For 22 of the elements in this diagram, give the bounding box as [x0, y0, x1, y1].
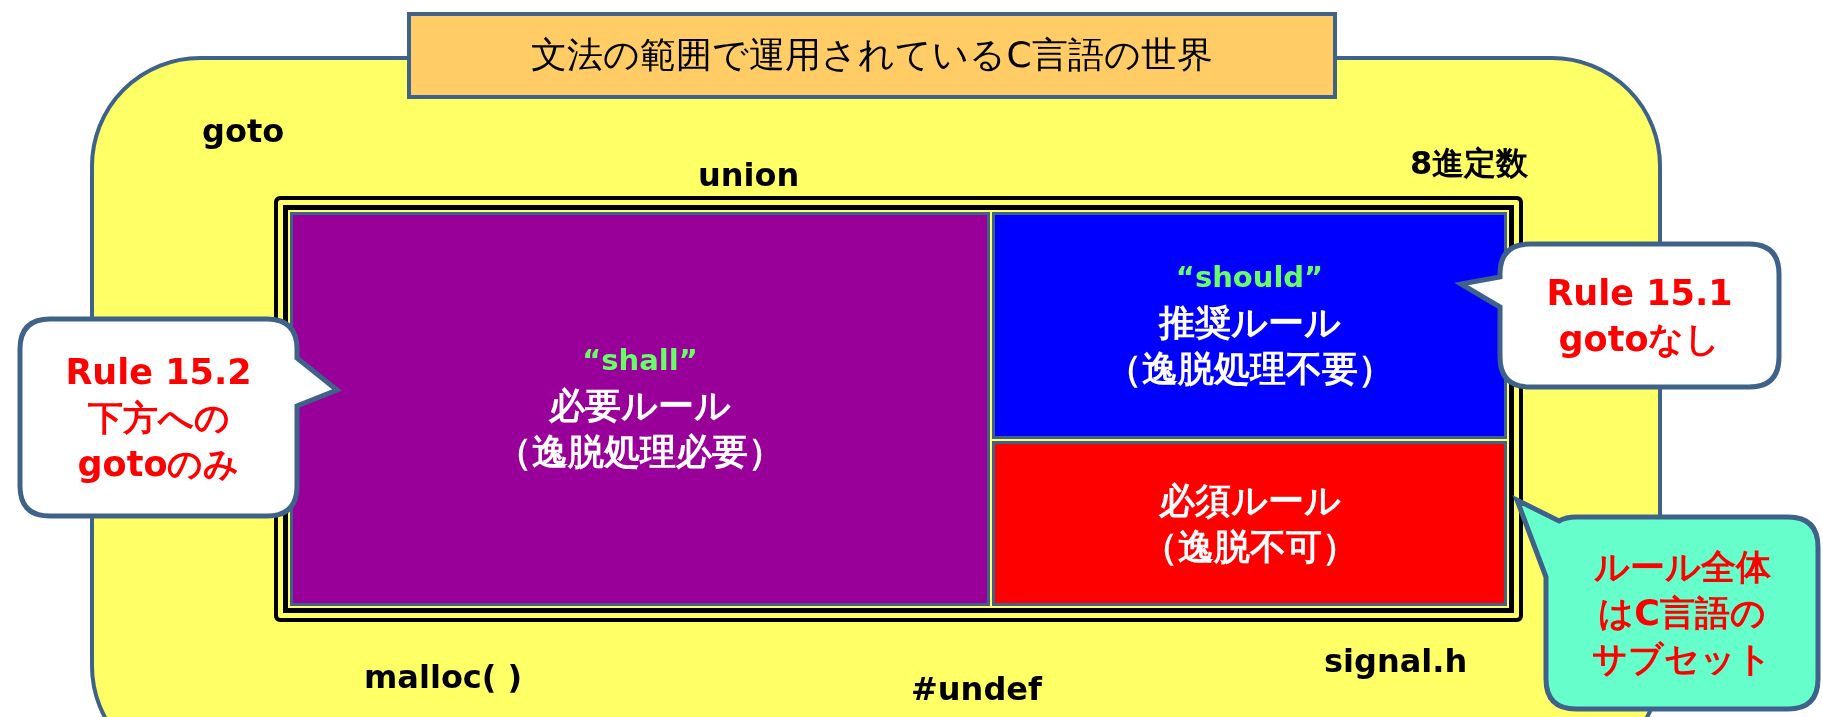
rules-frame: [274, 196, 1523, 622]
rule-label: （逸脱処理必要）: [496, 430, 784, 474]
required-rules-panel: [290, 212, 990, 606]
mandatory-rules-panel: [992, 441, 1507, 606]
keyword-label: “shall”: [582, 343, 698, 377]
callout-text: Rule 15.1 gotoなし: [1545, 271, 1734, 361]
callout-text: Rule 15.2 下方へのgotoのみ: [64, 350, 253, 486]
keyword-label: “should”: [1175, 259, 1324, 294]
rule-label: 必要ルール: [549, 384, 731, 428]
keyword-label: 8進定数: [1410, 143, 1529, 184]
keyword-label: malloc( ): [364, 658, 523, 696]
callout-text: ルール全体はC言語のサブセット: [1592, 546, 1772, 681]
title-banner: 文法の範囲で運用されているC言語の世界: [407, 12, 1337, 99]
rule-label: （逸脱不可）: [1141, 524, 1358, 569]
rule-label: 推奨ルール: [1158, 300, 1341, 345]
keyword-label: union: [698, 156, 800, 194]
keyword-label: goto: [202, 112, 285, 150]
rule-label: （逸脱処理不要）: [1105, 346, 1394, 391]
advisory-rules-panel: [992, 212, 1507, 439]
rule-label: 必須ルール: [1158, 478, 1341, 523]
keyword-label: #undef: [911, 670, 1042, 708]
keyword-label: signal.h: [1324, 642, 1468, 680]
